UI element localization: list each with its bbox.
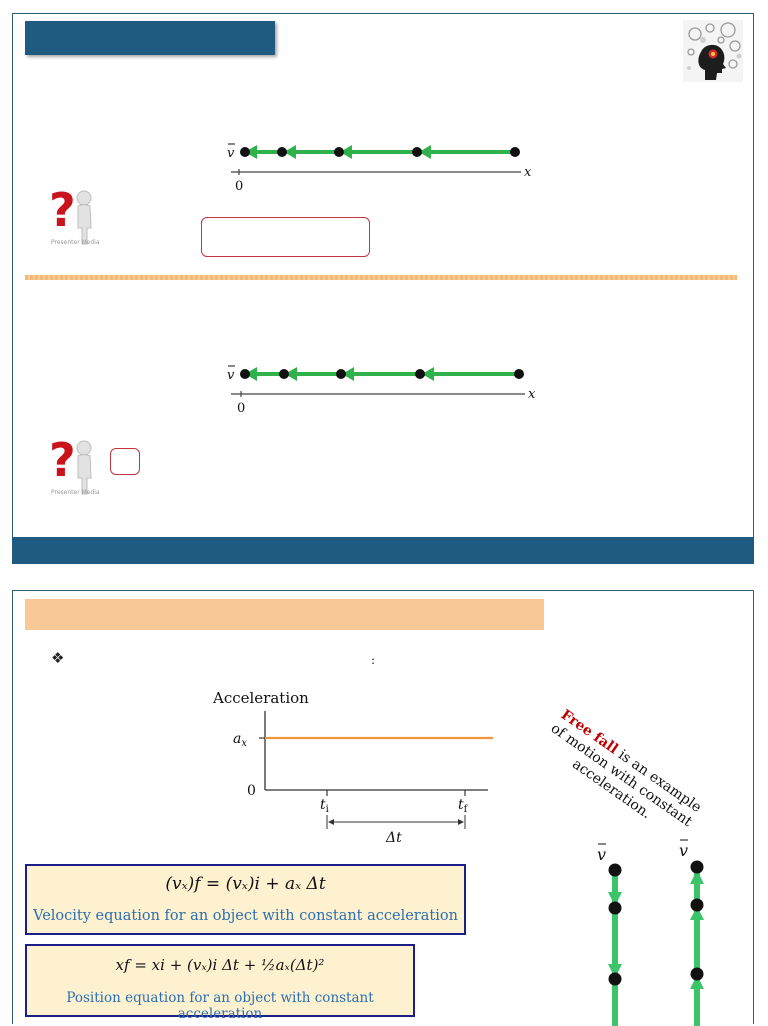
arrowhead-3 <box>342 367 354 381</box>
slide-1: v 0 x ? Presenter Media v <box>12 13 754 564</box>
svg-text:Presenter Media: Presenter Media <box>51 239 100 246</box>
axis-label: x <box>524 165 532 180</box>
svg-text:?: ? <box>49 183 76 237</box>
interval-label: Δt <box>385 830 402 846</box>
bullet-colon: : <box>371 653 376 667</box>
position-dot-5 <box>510 147 520 157</box>
slide-header-band <box>25 599 544 630</box>
position-dot-4 <box>412 147 422 157</box>
brain-gears-icon <box>683 20 743 82</box>
velocity-label: v <box>227 368 235 383</box>
position-dot-1 <box>240 369 250 379</box>
motion-diagram-bottom: v 0 x <box>227 365 536 416</box>
graph-y-title: Acceleration <box>212 689 309 707</box>
svg-text:Presenter Media: Presenter Media <box>51 489 100 496</box>
slide-2: ❖ : Acceleration ax 0 ti tf Δt (vₓ)f = (… <box>12 590 754 1026</box>
position-equation-box: xf = xi + (vₓ)i Δt + ½aₓ(Δt)² Position e… <box>25 944 415 1022</box>
acceleration-graph: Acceleration ax 0 ti tf Δt <box>212 689 493 846</box>
t-final-label: tf <box>458 797 469 815</box>
answer-box-small <box>110 448 140 475</box>
arrowhead-4 <box>419 145 431 159</box>
ball-position <box>608 972 622 986</box>
free-fall-note: Free fall is an example of motion with c… <box>537 706 706 845</box>
position-equation-caption: Position equation for an object with con… <box>66 990 374 1022</box>
arrowhead-1 <box>245 145 257 159</box>
question-person-icon: ? Presenter Media <box>49 183 100 246</box>
slide-footer-bar <box>12 537 754 564</box>
free-fall-text: is an example of motion with constant ac… <box>547 720 705 831</box>
free-fall-diagram: v v <box>597 839 704 1026</box>
arrowhead-3 <box>340 145 352 159</box>
graph-zero-label: 0 <box>247 783 256 799</box>
position-dot-1 <box>240 147 250 157</box>
t-initial-label: ti <box>320 797 329 815</box>
left-velocity-label: v <box>597 845 606 864</box>
velocity-equation-caption: Velocity equation for an object with con… <box>33 908 458 924</box>
motion-diagram-top: v 0 x <box>227 143 532 194</box>
velocity-equation-box: (vₓ)f = (vₓ)i + aₓ Δt Velocity equation … <box>25 864 466 935</box>
bullet-icon: ❖ <box>51 649 65 667</box>
position-dot-5 <box>514 369 524 379</box>
position-dot-3 <box>334 147 344 157</box>
origin-label: 0 <box>237 401 245 416</box>
arrowhead-2 <box>284 145 296 159</box>
ball-position <box>690 967 704 981</box>
section-divider <box>25 275 737 280</box>
slide-title-bar <box>25 21 275 55</box>
svg-text:?: ? <box>49 433 76 487</box>
ball-position <box>608 901 622 915</box>
origin-label: 0 <box>235 179 243 194</box>
ball-position <box>690 860 704 874</box>
position-dot-2 <box>277 147 287 157</box>
answer-box <box>201 217 370 257</box>
question-person-icon: ? Presenter Media <box>49 433 100 496</box>
ax-label: ax <box>233 731 247 749</box>
position-dot-2 <box>279 369 289 379</box>
velocity-equation: (vₓ)f = (vₓ)i + aₓ Δt <box>165 874 326 894</box>
position-dot-3 <box>336 369 346 379</box>
arrowhead-1 <box>245 367 257 381</box>
position-equation: xf = xi + (vₓ)i Δt + ½aₓ(Δt)² <box>115 956 325 974</box>
ball-position <box>608 863 622 877</box>
arrowhead-2 <box>285 367 297 381</box>
axis-label: x <box>528 387 536 402</box>
ball-position <box>690 898 704 912</box>
arrowhead-4 <box>422 367 434 381</box>
position-dot-4 <box>415 369 425 379</box>
velocity-label: v <box>227 146 235 161</box>
right-velocity-label: v <box>679 841 688 860</box>
